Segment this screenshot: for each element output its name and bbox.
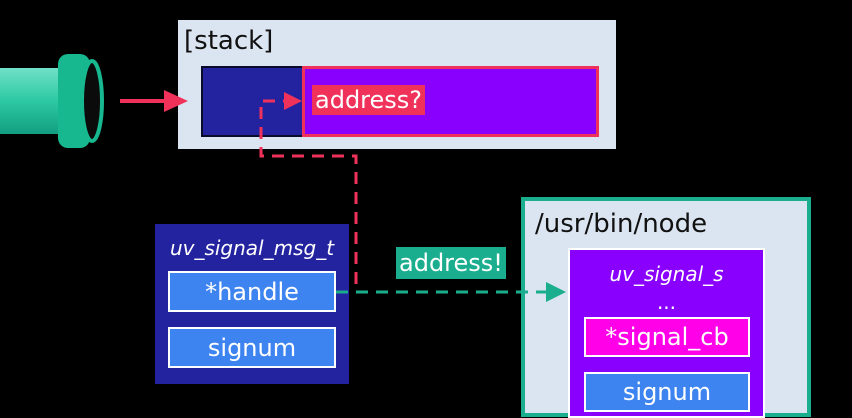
uv-signal-s-ellipsis: ... [656,290,677,314]
address-query-label: address? [312,85,426,115]
red-arrow [120,90,188,112]
node-title: /usr/bin/node [535,209,708,239]
address-found-label: address! [396,247,506,279]
red-dashed-connector [259,92,358,284]
handle-field: *handle [168,271,336,312]
uv-signal-s-title: uv_signal_s [609,262,724,286]
signal-cb-field: *signal_cb [584,317,750,357]
connector-layer [120,90,566,302]
stack-value-cell [302,66,599,137]
pipe-icon [0,52,108,152]
stack-title: [stack] [184,26,274,56]
msg-signum-field: signum [168,327,336,368]
uv-signal-msg-title: uv_signal_msg_t [169,236,335,260]
teal-dashed-arrow [336,282,566,302]
